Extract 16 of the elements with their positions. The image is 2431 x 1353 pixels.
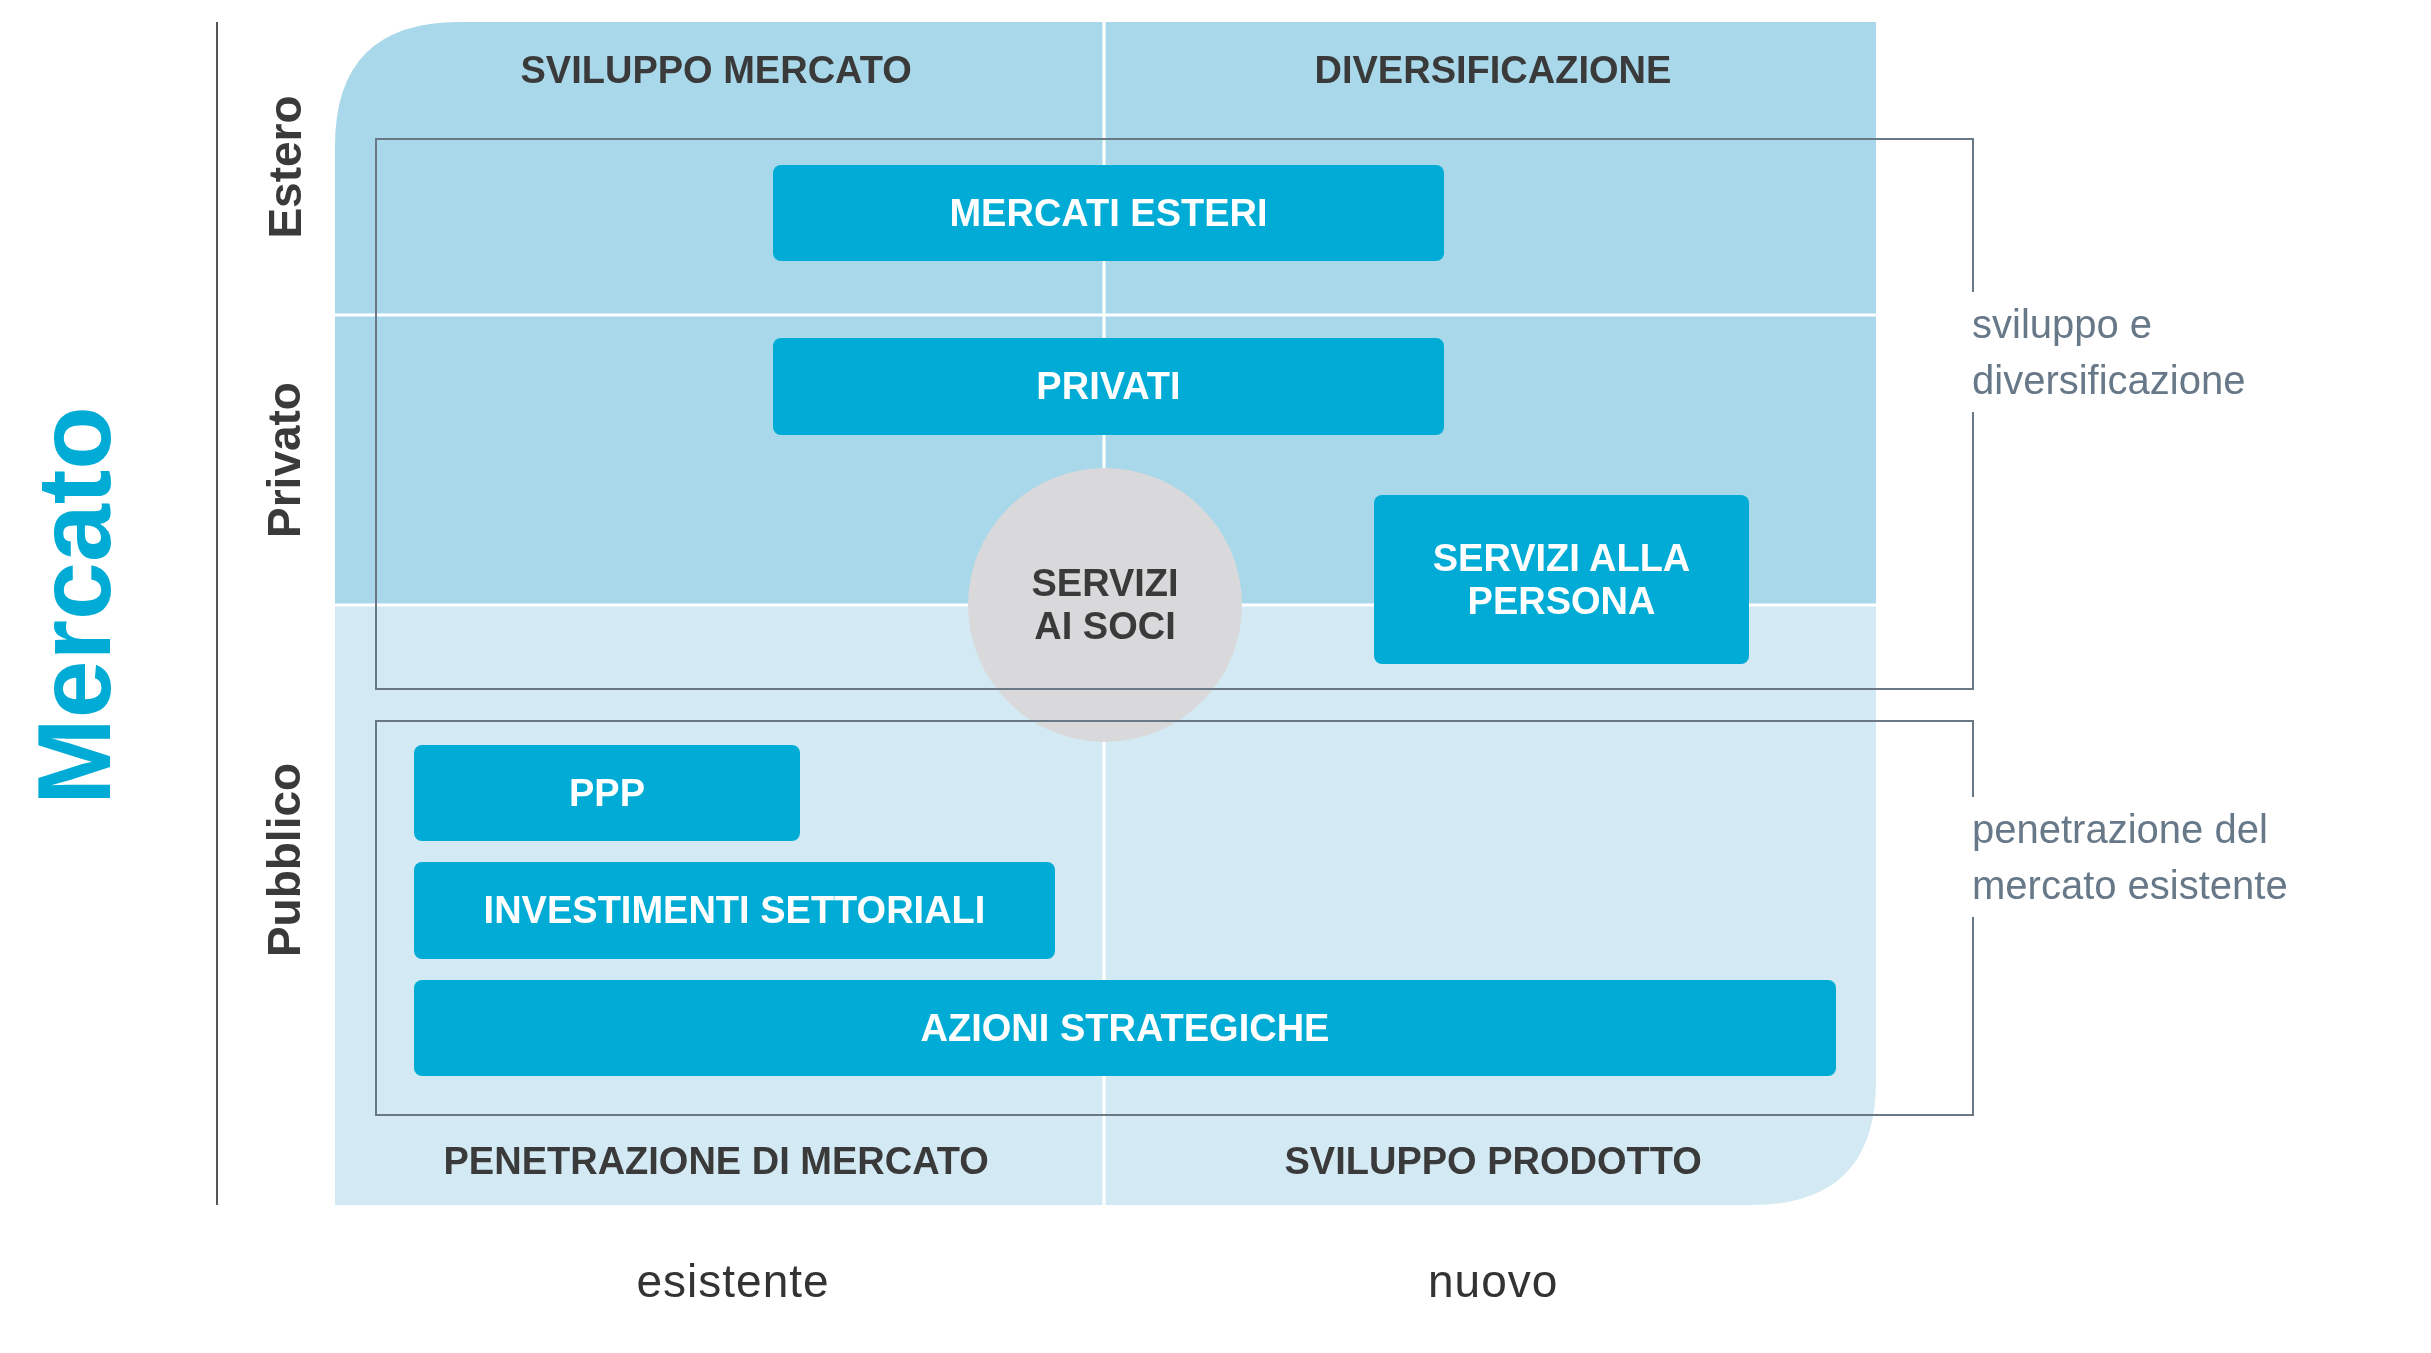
category-box: SERVIZI ALLA PERSONA: [1374, 495, 1749, 664]
category-box: MERCATI ESTERI: [773, 165, 1444, 261]
axis-title: Mercato: [14, 405, 133, 805]
quadrant-title: SVILUPPO MERCATO: [520, 48, 912, 92]
quadrant-title: DIVERSIFICAZIONE: [1314, 48, 1672, 92]
row-label: Pubblico: [257, 762, 312, 958]
row-label: Estero: [257, 95, 312, 239]
category-box: PRIVATI: [773, 338, 1444, 435]
quadrant-title: PENETRAZIONE DI MERCATO: [443, 1139, 989, 1183]
column-label: esistente: [636, 1254, 830, 1308]
row-label: Privato: [257, 382, 311, 538]
category-box: PPP: [414, 745, 800, 841]
category-box: AZIONI STRATEGICHE: [414, 980, 1836, 1076]
category-box: INVESTIMENTI SETTORIALI: [414, 862, 1055, 959]
quadrant-title: SVILUPPO PRODOTTO: [1284, 1139, 1702, 1183]
column-label: nuovo: [1428, 1254, 1559, 1308]
